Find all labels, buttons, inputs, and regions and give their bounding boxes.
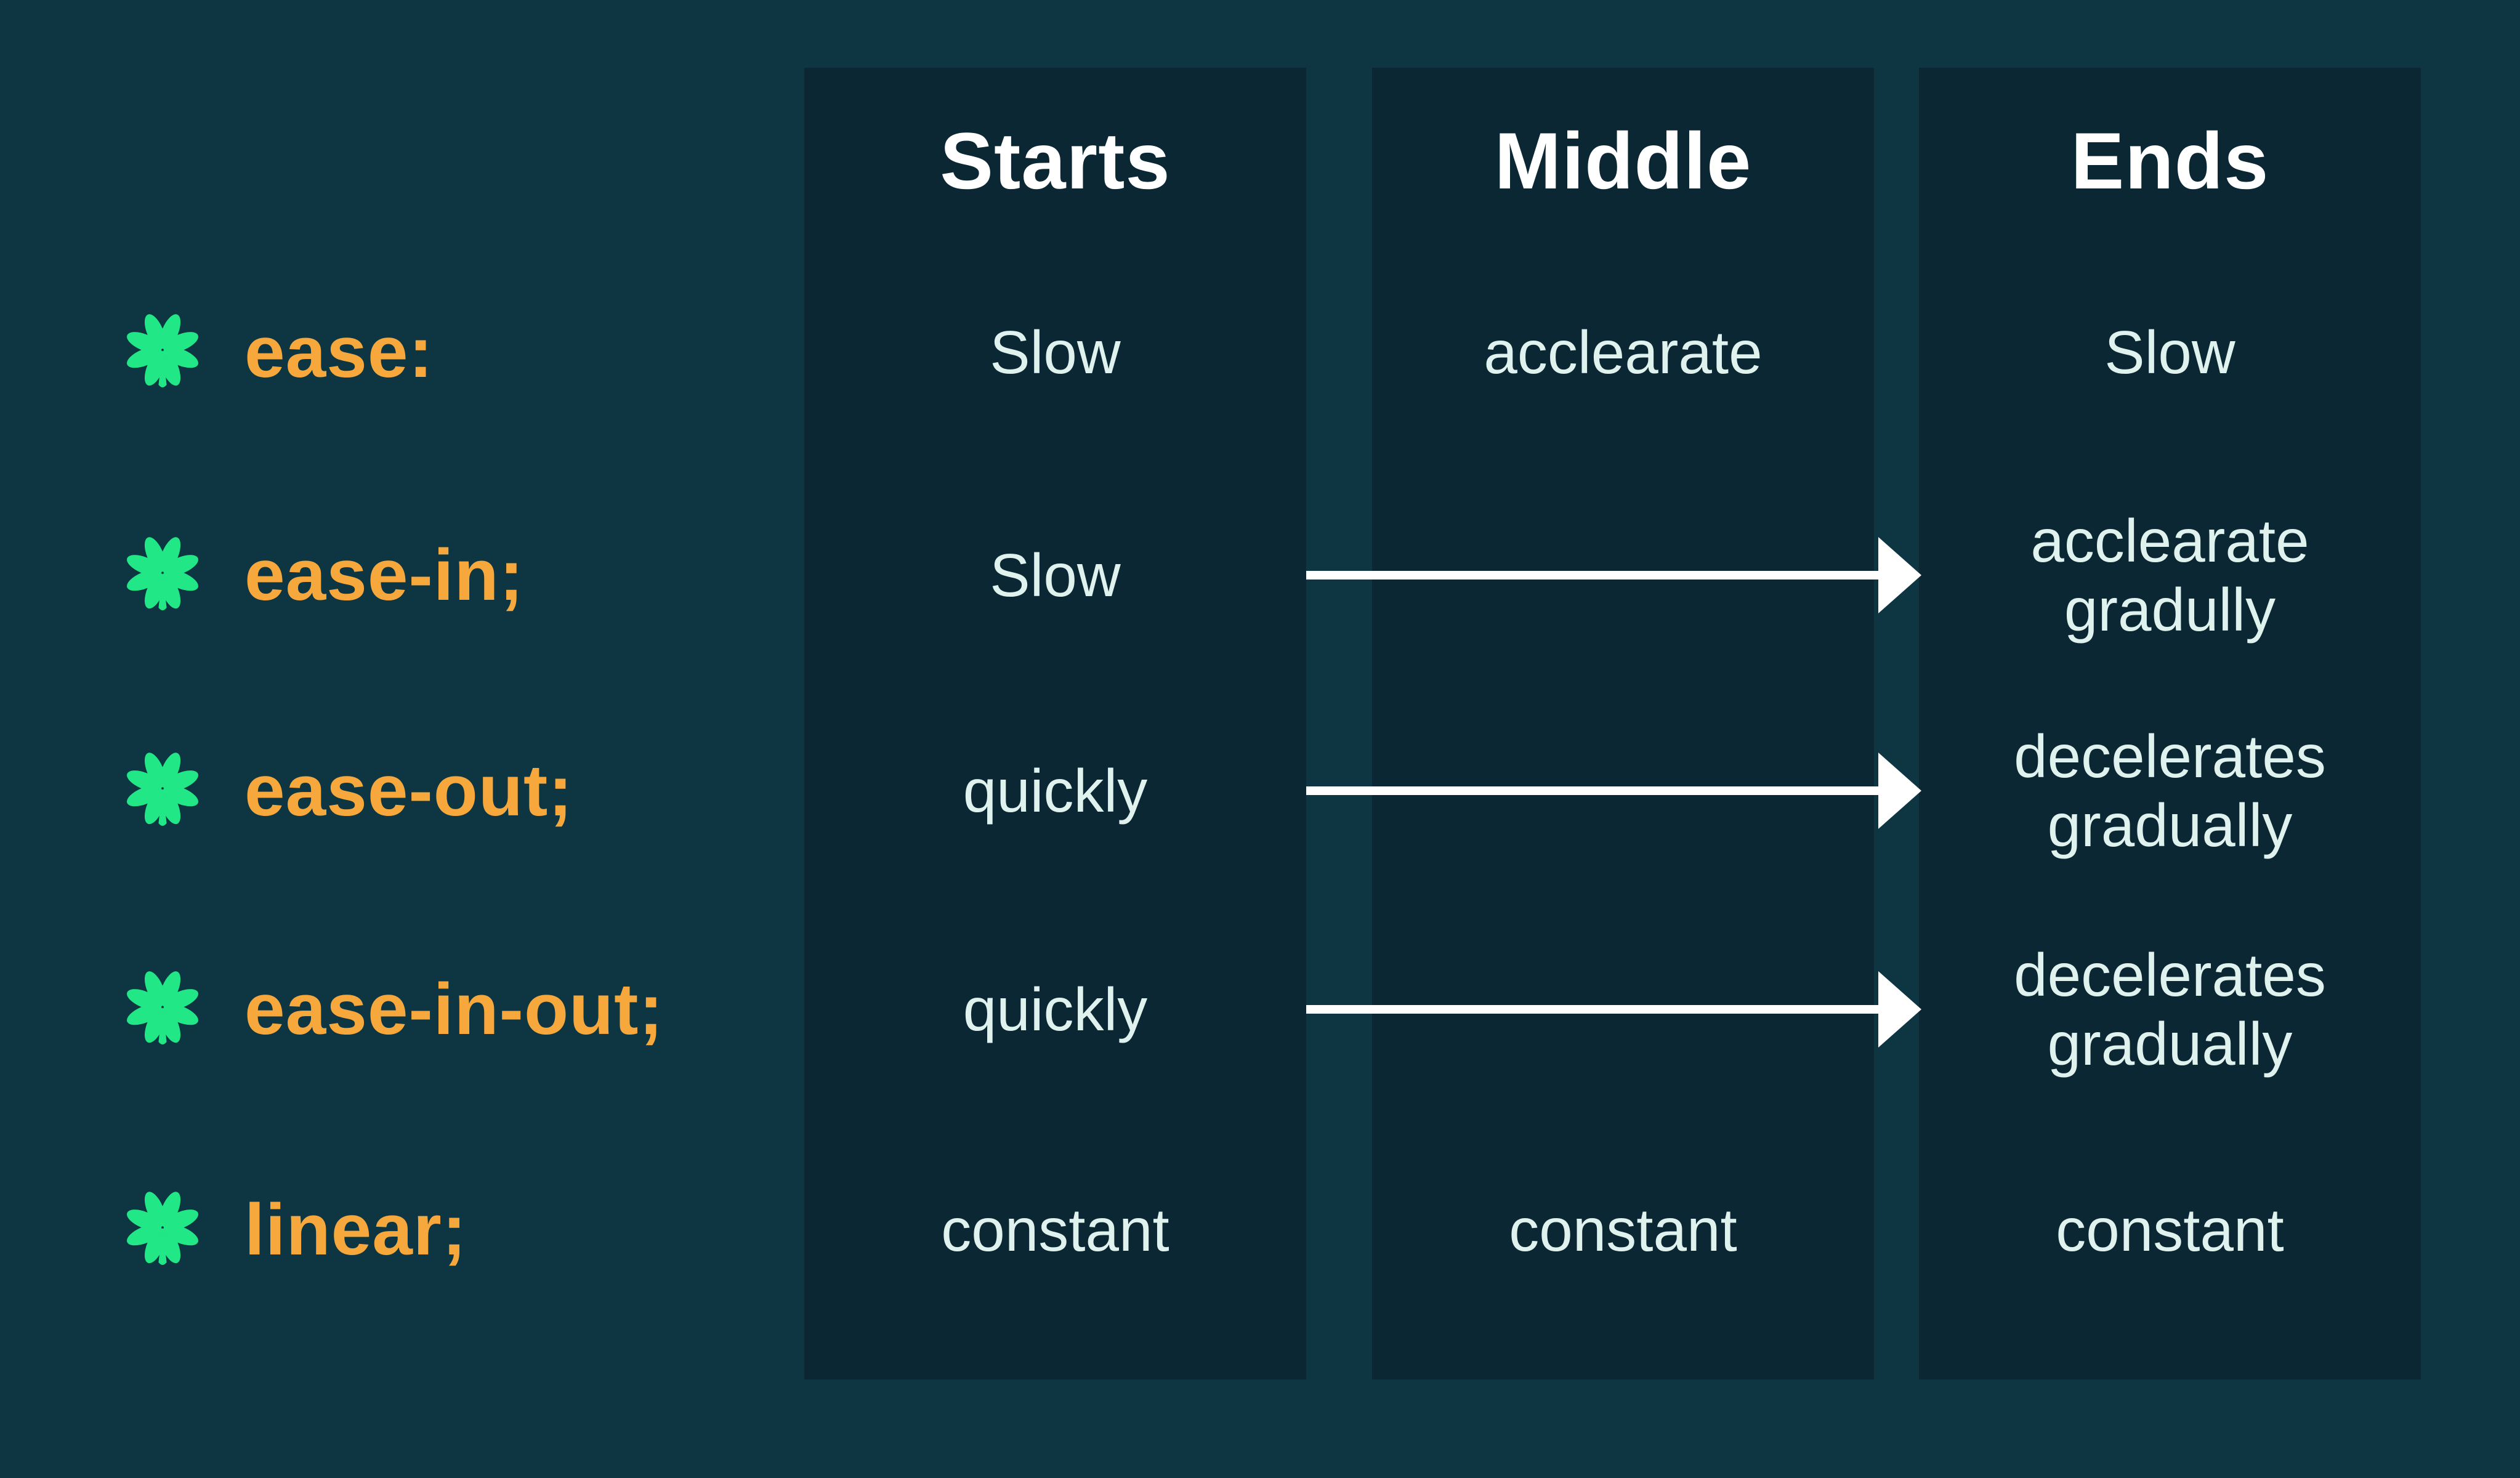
row-label-ease-in: ease-in;: [244, 535, 524, 616]
row-label-ease-out: ease-out;: [244, 750, 573, 831]
cell-line-1: decelerates: [2014, 941, 2326, 1009]
cell-ease-in-ends: acclearate gradully: [1919, 506, 2421, 644]
clover-icon: [127, 537, 198, 611]
clover-icon: [127, 314, 198, 388]
cell-linear-ends: constant: [2056, 1196, 2284, 1264]
arrow-shaft: [1306, 786, 1882, 795]
arrow-right-icon: [1306, 971, 1921, 1048]
row-label-ease-in-out: ease-in-out;: [244, 969, 664, 1050]
column-header-ends: Ends: [2070, 116, 2269, 206]
row-label-linear: linear;: [244, 1189, 467, 1270]
arrow-shaft: [1306, 1005, 1882, 1014]
arrow-shaft: [1306, 571, 1882, 579]
clover-icon: [127, 971, 198, 1045]
cell-ease-starts: Slow: [990, 318, 1121, 386]
cell-linear-middle: constant: [1509, 1196, 1737, 1264]
arrow-right-icon: [1306, 753, 1921, 829]
column-header-middle: Middle: [1494, 116, 1752, 206]
cell-ease-in-out-starts: quickly: [963, 975, 1148, 1043]
cell-line-1: decelerates: [2014, 722, 2326, 790]
column-panel-middle: [1372, 68, 1874, 1379]
cell-line-1: acclearate: [2030, 507, 2309, 575]
cell-ease-ends: Slow: [2104, 318, 2235, 386]
cell-line-2: gradully: [2064, 576, 2276, 644]
arrow-head: [1878, 971, 1921, 1048]
cell-ease-middle: acclearate: [1484, 318, 1763, 386]
clover-icon: [127, 1192, 198, 1266]
arrow-head: [1878, 537, 1921, 613]
arrow-right-icon: [1306, 537, 1921, 613]
cell-line-2: gradually: [2047, 791, 2293, 859]
clover-icon: [127, 753, 198, 826]
arrow-head: [1878, 753, 1921, 829]
column-header-starts: Starts: [940, 116, 1171, 206]
column-panel-starts: [804, 68, 1306, 1379]
column-panel-ends: [1919, 68, 2421, 1379]
cell-ease-in-out-ends: decelerates gradually: [1919, 940, 2421, 1078]
cell-ease-out-ends: decelerates gradually: [1919, 722, 2421, 860]
cell-ease-out-starts: quickly: [963, 757, 1148, 825]
cell-line-2: gradually: [2047, 1010, 2293, 1078]
row-label-ease: ease:: [244, 312, 434, 393]
cell-ease-in-starts: Slow: [990, 541, 1121, 609]
cell-linear-starts: constant: [941, 1196, 1169, 1264]
